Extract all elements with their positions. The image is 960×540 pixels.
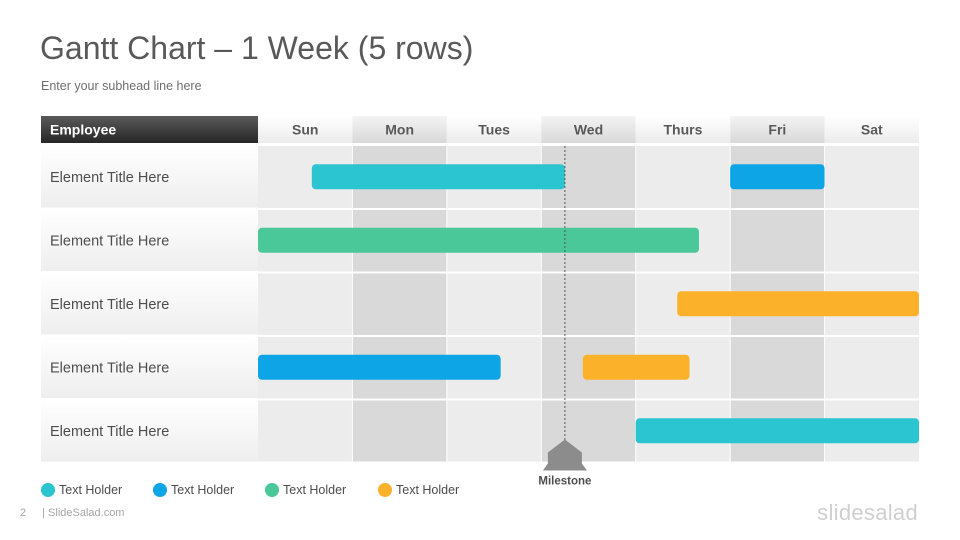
legend-label: Text Holder: [283, 483, 347, 497]
row-label-cell: [41, 336, 258, 398]
footer: 2 | SlideSalad.com: [20, 507, 124, 519]
legend-swatch-green: [265, 483, 279, 497]
legend-swatch-blue: [153, 483, 167, 497]
column-separator: [540, 146, 542, 462]
footer-text: | SlideSalad.com: [42, 507, 125, 519]
row-label-cell: [41, 400, 258, 462]
day-header-cell: [635, 116, 731, 143]
row-separator: [258, 335, 919, 337]
day-header-label: Thurs: [663, 122, 702, 138]
row-label-cell: [41, 273, 258, 335]
day-header-label: Sat: [861, 122, 883, 138]
day-header-cell: [730, 116, 825, 143]
row-label: Element Title Here: [50, 233, 169, 249]
page-title: Gantt Chart – 1 Week (5 rows): [40, 30, 474, 66]
row-label: Element Title Here: [50, 170, 169, 186]
page-subtitle: Enter your subhead line here: [41, 79, 202, 93]
day-column: [352, 146, 447, 462]
row-separator: [258, 271, 919, 274]
day-header-cell: [541, 116, 636, 143]
day-header-label: Sun: [292, 122, 318, 138]
brand-logo: slidesalad: [817, 500, 918, 525]
day-header-cell: [258, 116, 353, 143]
employee-header-cell: [41, 116, 258, 143]
day-header-cell: [824, 116, 919, 143]
page-number: 2: [20, 507, 27, 519]
day-column: [258, 146, 353, 462]
legend-label: Text Holder: [396, 483, 460, 497]
row-label-cell: [41, 209, 258, 271]
day-header-label: Wed: [574, 122, 603, 138]
task-bar: [635, 418, 919, 444]
day-header-cell: [352, 116, 447, 143]
legend-swatch-orange: [378, 483, 392, 497]
column-separator: [635, 146, 637, 462]
day-column: [541, 146, 636, 462]
legend-swatch-teal: [41, 483, 55, 497]
legend-label: Text Holder: [171, 483, 235, 497]
day-header-label: Tues: [478, 122, 510, 138]
row-label: Element Title Here: [50, 424, 169, 440]
milestone-marker: [542, 439, 587, 471]
row-label: Element Title Here: [50, 297, 169, 313]
task-bar: [311, 164, 565, 190]
employee-header-label: Employee: [50, 122, 116, 138]
task-bar: [677, 291, 919, 317]
column-separator: [446, 146, 448, 462]
milestone-label: Milestone: [538, 476, 591, 488]
day-header-label: Mon: [385, 122, 414, 138]
row-label: Element Title Here: [50, 360, 169, 376]
task-bar: [258, 354, 501, 380]
day-header-cell: [446, 116, 542, 143]
legend-label: Text Holder: [59, 483, 123, 497]
day-header-label: Fri: [768, 122, 786, 138]
row-separator: [258, 398, 919, 401]
task-bar: [258, 227, 699, 253]
row-label-cell: [41, 146, 258, 208]
row-separator: [258, 208, 919, 210]
task-bar: [730, 164, 825, 190]
day-column: [446, 146, 542, 462]
task-bar: [582, 354, 690, 380]
column-separator: [351, 146, 353, 462]
